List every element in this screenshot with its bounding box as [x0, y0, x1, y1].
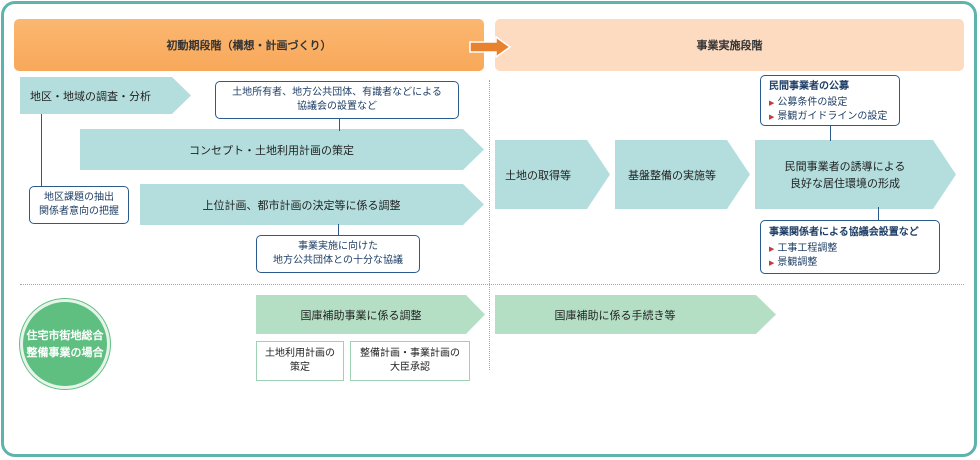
- phase-implementation-header: 事業実施段階: [495, 19, 964, 71]
- land-acquisition-shape: [495, 140, 610, 209]
- triangle-bullet-icon: ▶: [769, 113, 775, 121]
- phase-initial-header: 初動期段階（構想・計画づくり）: [14, 19, 484, 71]
- upper-plan-label: 上位計画、都市計画の決定等に係る調整: [202, 198, 401, 212]
- private-induction-label: 民間事業者の誘導による 良好な居住環境の形成: [755, 140, 935, 209]
- stakeholder-item-1: ▶工事工程調整: [769, 243, 838, 254]
- consult-connector: [338, 224, 339, 236]
- case-circle: 住宅市街地総合 整備事業の場合: [20, 299, 110, 389]
- recruit-item-1: ▶公募条件の設定: [769, 97, 848, 108]
- phase-implementation-label: 事業実施段階: [696, 39, 763, 52]
- consult-callout: 事業実施に向けた 地方公共団体との十分な協議: [256, 235, 420, 273]
- recruit-callout: 民間事業者の公募 ▶公募条件の設定 ▶景観ガイドラインの設定: [760, 75, 900, 126]
- phase-arrow-icon: [469, 36, 512, 58]
- case-line1: 住宅市街地総合: [26, 329, 104, 342]
- council-callout: 土地所有者、地方公共団体、有識者などによる 協議会の設置など: [215, 81, 459, 119]
- recruit-item-2: ▶景観ガイドラインの設定: [769, 111, 888, 122]
- district-survey-shape: [20, 77, 191, 114]
- national-procedure-shape: [495, 295, 776, 334]
- consult-line2: 地方公共団体との十分な協議: [273, 255, 403, 266]
- case-divider: [20, 284, 964, 285]
- district-survey-label: 地区・地域の調査・分析: [30, 89, 151, 103]
- approval-line2: 大臣承認: [390, 362, 430, 373]
- private-induction-shape: [755, 140, 956, 209]
- land-acquisition-label: 土地の取得等: [505, 168, 571, 182]
- national-procedure-label: 国庫補助に係る手続き等: [554, 308, 676, 322]
- phase-initial-label: 初動期段階（構想・計画づくり）: [166, 39, 332, 52]
- council-line1: 土地所有者、地方公共団体、有識者などによる: [232, 87, 442, 98]
- triangle-bullet-icon: ▶: [769, 99, 775, 107]
- stakeholder-title: 事業関係者による協議会設置など: [769, 227, 919, 238]
- triangle-bullet-icon: ▶: [769, 259, 775, 267]
- issues-line2: 関係者意向の把握: [39, 206, 119, 217]
- recruit-title: 民間事業者の公募: [769, 81, 849, 92]
- upper-plan-shape: [140, 184, 484, 225]
- land-use-plan-line2: 策定: [290, 362, 310, 373]
- national-coord-shape: [256, 295, 485, 334]
- issues-line1: 地区課題の抽出: [44, 192, 114, 203]
- private-induction-line2: 良好な居住環境の形成: [790, 176, 900, 190]
- stakeholder-connector: [878, 207, 879, 221]
- council-connector: [339, 119, 340, 131]
- national-coord-label: 国庫補助事業に係る調整: [300, 308, 422, 322]
- land-use-plan-box: 土地利用計画の 策定: [256, 341, 344, 381]
- phase-divider: [489, 80, 490, 370]
- recruit-connector: [830, 125, 831, 141]
- stakeholder-callout: 事業関係者による協議会設置など ▶工事工程調整 ▶景観調整: [760, 220, 940, 274]
- concept-shape: [80, 129, 484, 170]
- approval-box: 整備計画・事業計画の 大臣承認: [350, 341, 470, 381]
- issues-callout: 地区課題の抽出 関係者意向の把握: [29, 186, 129, 224]
- infrastructure-shape: [615, 140, 750, 209]
- concept-label: コンセプト・土地利用計画の策定: [189, 143, 354, 157]
- infrastructure-label: 基盤整備の実施等: [628, 168, 716, 182]
- issues-connector: [41, 114, 42, 188]
- council-line2: 協議会の設置など: [297, 101, 377, 112]
- private-induction-line1: 民間事業者の誘導による: [784, 159, 906, 173]
- case-line2: 整備事業の場合: [26, 346, 104, 359]
- land-use-plan-line1: 土地利用計画の: [265, 348, 335, 359]
- triangle-bullet-icon: ▶: [769, 245, 775, 253]
- approval-line1: 整備計画・事業計画の: [360, 348, 460, 359]
- consult-line1: 事業実施に向けた: [298, 241, 378, 252]
- stakeholder-item-2: ▶景観調整: [769, 257, 818, 268]
